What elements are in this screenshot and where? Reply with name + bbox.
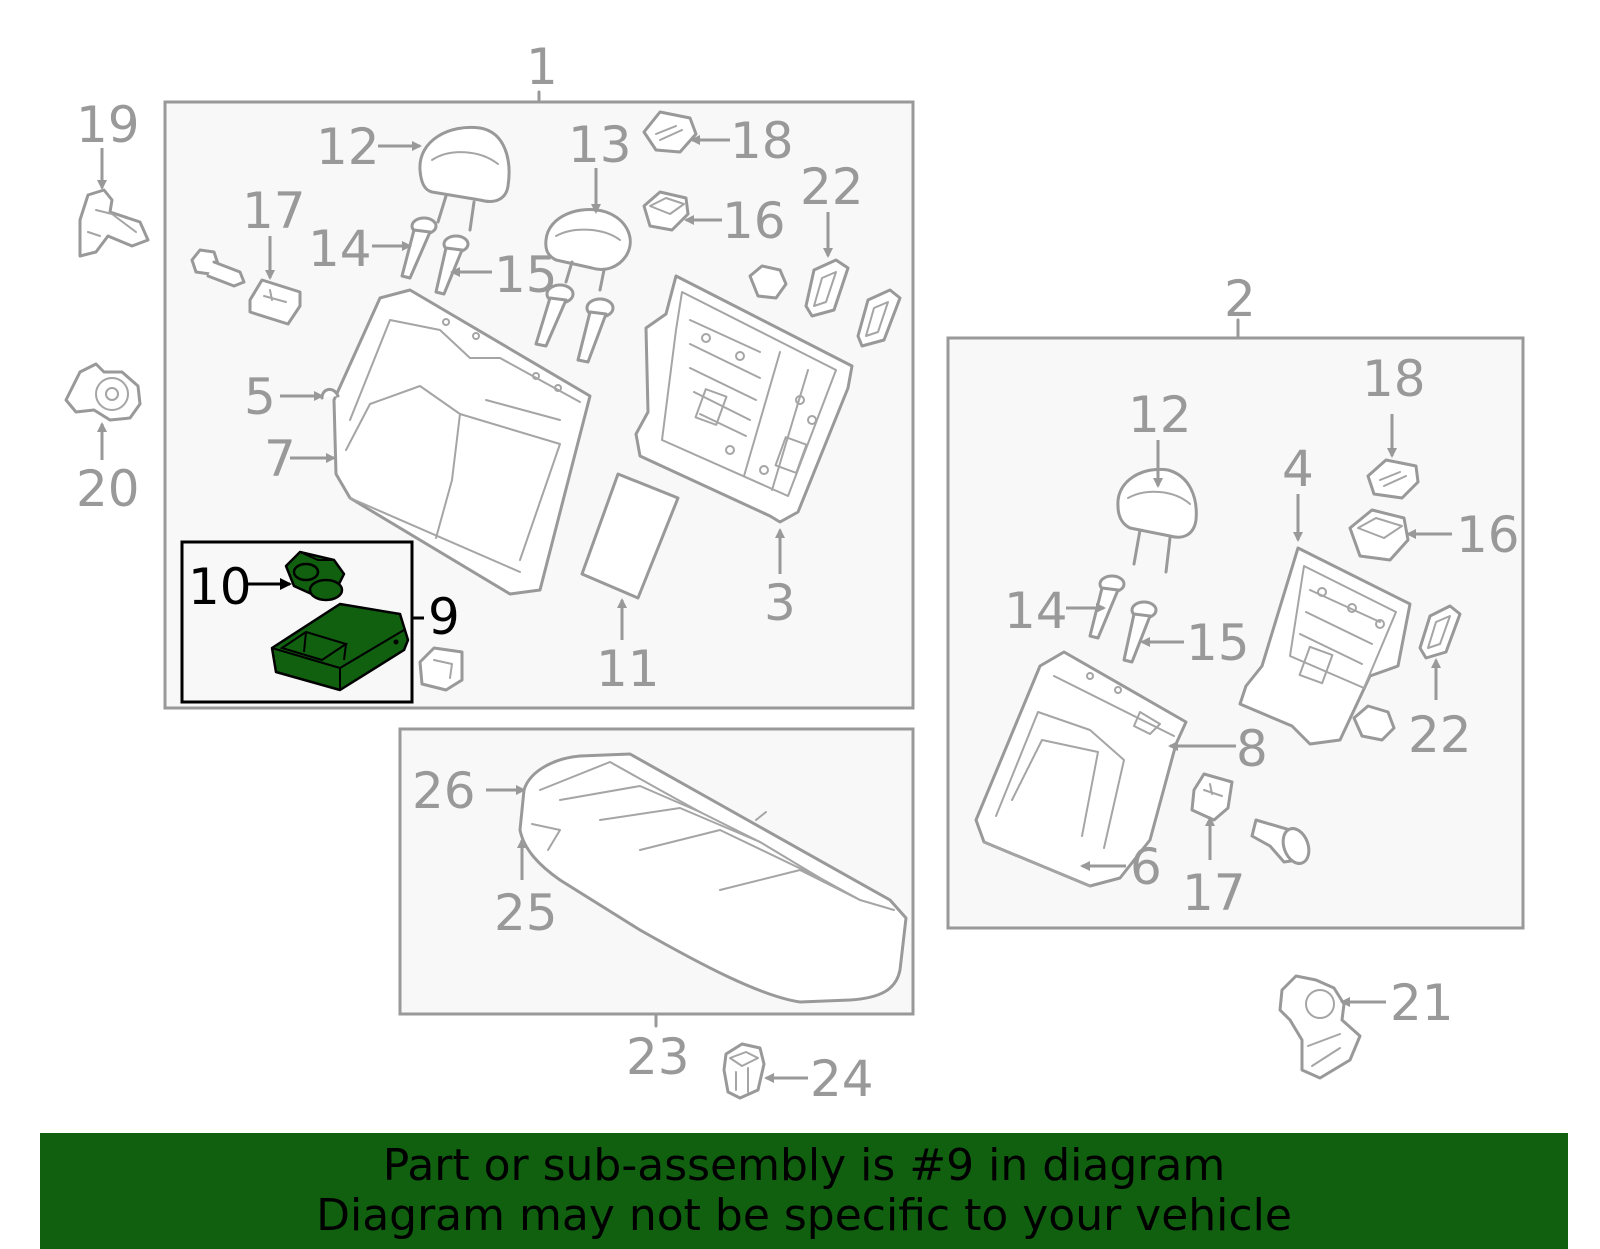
- release-knob-16-left: [642, 190, 690, 232]
- seatback-frame-4: [1238, 546, 1412, 746]
- callout-23: 23: [626, 1028, 690, 1086]
- callout-6: 6: [1130, 838, 1162, 896]
- headrest-12-left: [418, 125, 511, 232]
- callout-14-right: 14: [1004, 582, 1068, 640]
- pad-11: [580, 472, 680, 600]
- callout-15-left: 15: [494, 246, 558, 304]
- small-bracket: [418, 646, 464, 692]
- callout-5: 5: [244, 368, 276, 426]
- armrest-9: [270, 602, 410, 692]
- callout-3: 3: [764, 574, 796, 632]
- callout-16-right: 16: [1456, 506, 1520, 564]
- bracket-17-right: [1190, 772, 1234, 822]
- release-knob-16-right: [1348, 508, 1410, 562]
- guide-15-left: [434, 234, 470, 296]
- callout-9: 9: [428, 588, 460, 646]
- callout-17-left: 17: [242, 182, 306, 240]
- callout-4: 4: [1282, 440, 1314, 498]
- headrest-13: [544, 208, 632, 292]
- callout-12-right: 12: [1128, 386, 1192, 444]
- info-banner: Part or sub-assembly is #9 in diagram Di…: [40, 1133, 1568, 1249]
- headrest-12-right: [1116, 467, 1198, 574]
- cover-18-right: [1366, 458, 1420, 500]
- escutcheon-22-left: [748, 258, 902, 348]
- hinge-bracket-19: [78, 188, 150, 258]
- callout-8: 8: [1236, 720, 1268, 778]
- callout-1: 1: [526, 38, 558, 96]
- callout-2: 2: [1224, 270, 1256, 328]
- callout-15-right: 15: [1186, 614, 1250, 672]
- callout-19: 19: [76, 96, 140, 154]
- seatback-cover-7: [320, 288, 592, 596]
- callout-24: 24: [810, 1050, 874, 1108]
- callout-18-left: 18: [730, 112, 794, 170]
- callout-17-right: 17: [1182, 864, 1246, 922]
- guide-14-left: [400, 216, 438, 280]
- seatback-frame-3: [634, 274, 854, 524]
- guide-14-right: [1088, 574, 1126, 640]
- highlight-box-9: [180, 540, 414, 704]
- bracket-17-left: [248, 278, 302, 326]
- seat-cushion-23: [518, 752, 908, 1004]
- banner-line-2: Diagram may not be specific to your vehi…: [316, 1190, 1292, 1241]
- callout-21: 21: [1390, 974, 1454, 1032]
- guide-pair-extra: [534, 283, 615, 364]
- callout-14-left: 14: [308, 220, 372, 278]
- callout-25: 25: [494, 884, 558, 942]
- latch-bracket-21: [1278, 974, 1362, 1080]
- guide-15-right: [1122, 600, 1158, 664]
- callout-10: 10: [188, 558, 252, 616]
- callout-12-left: 12: [316, 118, 380, 176]
- clip-24: [722, 1042, 766, 1100]
- callout-26: 26: [412, 762, 476, 820]
- callout-18-right: 18: [1362, 350, 1426, 408]
- bolt-17: [190, 248, 246, 288]
- escutcheon-22-right: [1352, 604, 1462, 742]
- callout-22-left: 22: [800, 158, 864, 216]
- bolt-17-right: [1250, 818, 1311, 865]
- callout-7: 7: [264, 430, 296, 488]
- callout-20: 20: [76, 460, 140, 518]
- seatback-cover-8: [974, 650, 1188, 888]
- callout-13: 13: [568, 116, 632, 174]
- callout-16-left: 16: [722, 192, 786, 250]
- banner-line-1: Part or sub-assembly is #9 in diagram: [382, 1140, 1226, 1191]
- callout-22-right: 22: [1408, 706, 1472, 764]
- cover-18-left: [642, 110, 698, 154]
- cup-holder-10: [284, 550, 346, 602]
- callout-11: 11: [596, 640, 660, 698]
- latch-20: [64, 362, 142, 422]
